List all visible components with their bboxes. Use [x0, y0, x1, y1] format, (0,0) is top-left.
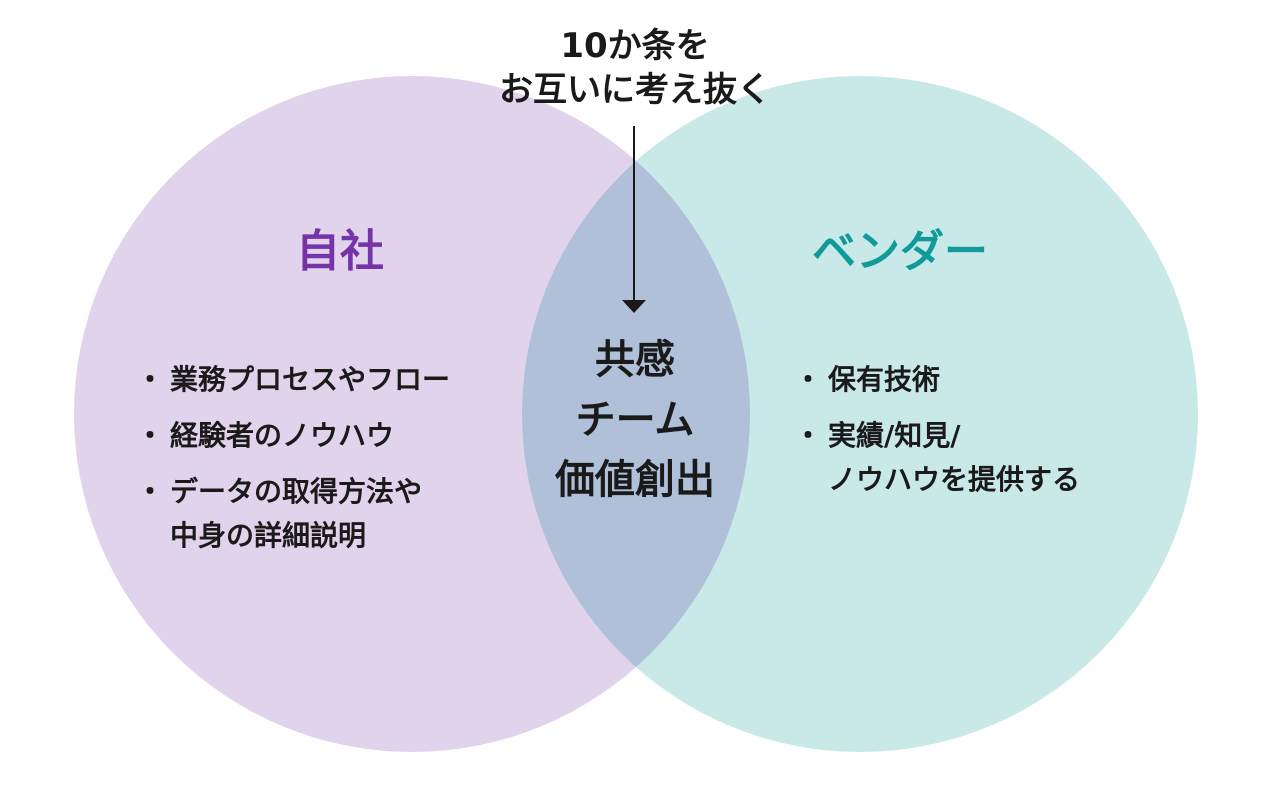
left-list-item: 経験者のノウハウ — [136, 414, 526, 458]
left-circle-title: 自社 — [296, 226, 384, 277]
left-circle-list: 業務プロセスやフロー 経験者のノウハウ データの取得方法や 中身の詳細説明 — [136, 358, 526, 570]
caption-line-1: 10か条を — [560, 26, 710, 66]
overlap-region — [522, 76, 750, 752]
left-list-item: 業務プロセスやフロー — [136, 358, 526, 402]
right-list-item: 実績/知見/ ノウハウを提供する — [794, 414, 1164, 502]
overlap-line-2: チーム — [575, 397, 695, 443]
overlap-text: 共感 チーム 価値創出 — [526, 330, 744, 510]
overlap-line-3: 価値創出 — [555, 457, 715, 503]
right-circle-title: ベンダー — [812, 226, 988, 277]
overlap-line-1: 共感 — [595, 337, 675, 383]
right-list-item: 保有技術 — [794, 358, 1164, 402]
arrow-head — [622, 300, 646, 313]
right-circle-list: 保有技術 実績/知見/ ノウハウを提供する — [794, 358, 1164, 514]
left-list-item: データの取得方法や 中身の詳細説明 — [136, 470, 526, 558]
top-caption: 10か条を お互いに考え抜く — [430, 24, 840, 112]
caption-line-2: お互いに考え抜く — [499, 70, 771, 110]
